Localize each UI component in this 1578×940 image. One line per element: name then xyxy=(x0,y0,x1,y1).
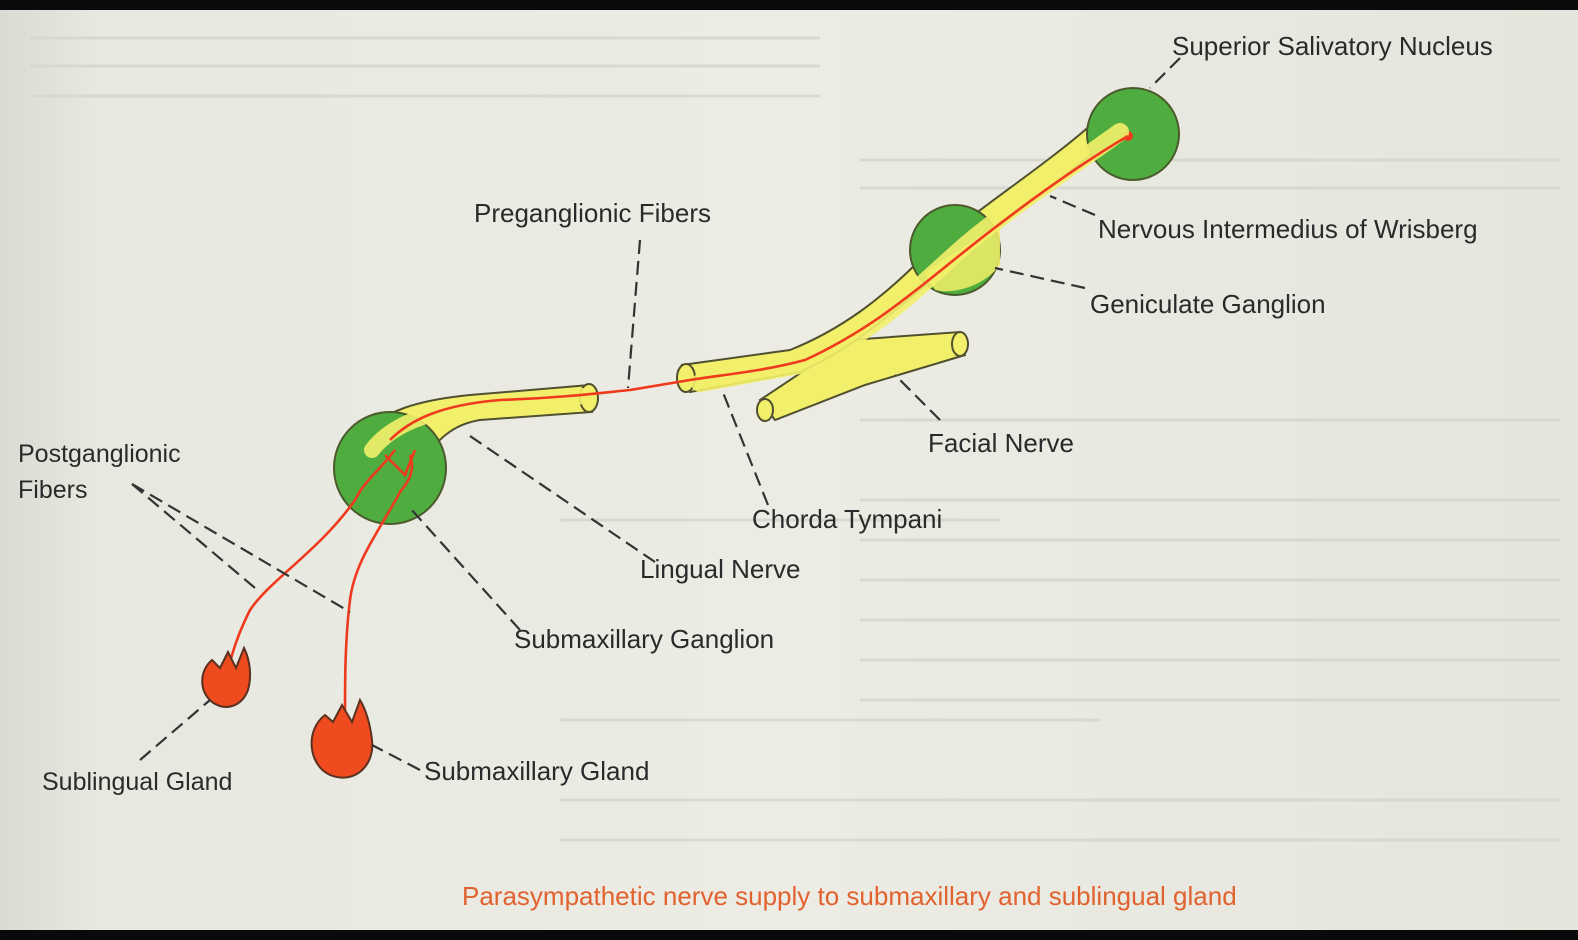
leader-preganglionic xyxy=(628,240,640,388)
label-chorda-tympani: Chorda Tympani xyxy=(752,504,942,534)
label-lingual-nerve: Lingual Nerve xyxy=(640,554,800,584)
leader-submaxillary-ganglion xyxy=(410,508,520,630)
label-postganglionic-line2: Fibers xyxy=(18,476,87,504)
superior-salivatory-nucleus-circle xyxy=(1087,88,1179,180)
leader-geniculate xyxy=(995,268,1085,288)
leader-postganglionic-1 xyxy=(132,484,255,588)
background-show-through xyxy=(30,38,1560,840)
figure-caption: Parasympathetic nerve supply to submaxil… xyxy=(462,881,1237,911)
sublingual-gland xyxy=(202,648,250,707)
leader-lingual-nerve xyxy=(470,436,655,562)
facial-nerve xyxy=(757,332,968,421)
leader-submaxillary-gland xyxy=(372,745,420,770)
label-submaxillary-gland: Submaxillary Gland xyxy=(424,756,649,786)
leader-sublingual xyxy=(140,700,210,760)
label-postganglionic-line1: Postganglionic xyxy=(18,440,181,468)
label-facial-nerve: Facial Nerve xyxy=(928,428,1074,458)
label-preganglionic-fibers: Preganglionic Fibers xyxy=(474,198,711,228)
label-geniculate-ganglion: Geniculate Ganglion xyxy=(1090,289,1326,319)
submaxillary-gland xyxy=(312,700,373,778)
label-superior-salivatory-nucleus: Superior Salivatory Nucleus xyxy=(1172,31,1493,61)
leader-lines xyxy=(132,58,1180,770)
label-nervous-intermedius: Nervous Intermedius of Wrisberg xyxy=(1098,214,1478,244)
leader-superior-salivatory xyxy=(1150,58,1180,88)
label-submaxillary-ganglion: Submaxillary Ganglion xyxy=(514,624,774,654)
leader-postganglionic-2 xyxy=(132,484,350,612)
label-sublingual-gland: Sublingual Gland xyxy=(42,768,232,796)
leader-facial-nerve xyxy=(895,375,940,420)
leader-nervous-intermedius xyxy=(1050,196,1095,215)
